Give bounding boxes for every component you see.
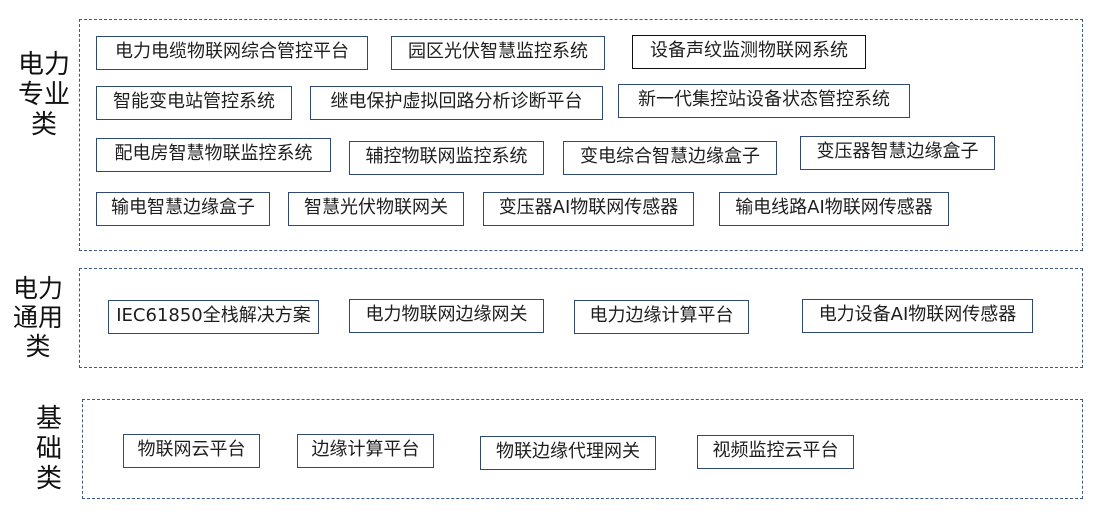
- item-substation-edge-box: 变电综合智慧边缘盒子: [563, 141, 777, 175]
- item-equipment-voiceprint-iot-system: 设备声纹监测物联网系统: [632, 35, 866, 69]
- item-iec61850-full-stack: IEC61850全栈解决方案: [108, 300, 319, 334]
- item-next-gen-control-station-system: 新一代集控站设备状态管控系统: [618, 84, 910, 118]
- item-transformer-ai-iot-sensor: 变压器AI物联网传感器: [483, 192, 694, 226]
- item-video-monitor-cloud-platform: 视频监控云平台: [697, 435, 854, 469]
- item-park-pv-monitor-system: 园区光伏智慧监控系统: [391, 36, 605, 70]
- item-edge-computing-platform: 边缘计算平台: [297, 434, 434, 468]
- item-iot-edge-agent-gateway: 物联边缘代理网关: [480, 436, 656, 470]
- group-power-general: [79, 268, 1083, 368]
- item-transmission-edge-box: 输电智慧边缘盒子: [96, 192, 270, 226]
- category-label-power-specialized: 电力 专业 类: [17, 50, 70, 140]
- group-power-specialized: [79, 19, 1083, 251]
- item-smart-substation-system: 智能变电站管控系统: [96, 86, 292, 120]
- item-power-equipment-ai-iot-sensor: 电力设备AI物联网传感器: [802, 299, 1033, 333]
- item-power-cable-iot-platform: 电力电缆物联网综合管控平台: [96, 36, 368, 70]
- item-transmission-line-ai-iot-sensor: 输电线路AI物联网传感器: [719, 192, 949, 226]
- item-relay-virtual-circuit-platform: 继电保护虚拟回路分析诊断平台: [310, 86, 603, 120]
- item-smart-pv-iot-gateway: 智慧光伏物联网关: [288, 192, 464, 226]
- item-power-iot-edge-gateway: 电力物联网边缘网关: [349, 299, 544, 333]
- category-label-basic: 基 础 类: [35, 404, 62, 494]
- category-label-power-general: 电力 通用 类: [12, 274, 63, 361]
- item-distribution-room-iot-system: 配电房智慧物联监控系统: [96, 138, 331, 172]
- group-basic: [82, 399, 1083, 499]
- item-auxiliary-control-iot-system: 辅控物联网监控系统: [349, 141, 544, 175]
- item-iot-cloud-platform: 物联网云平台: [123, 434, 260, 468]
- item-power-edge-computing-platform: 电力边缘计算平台: [574, 300, 749, 334]
- item-transformer-edge-box: 变压器智慧边缘盒子: [800, 136, 995, 170]
